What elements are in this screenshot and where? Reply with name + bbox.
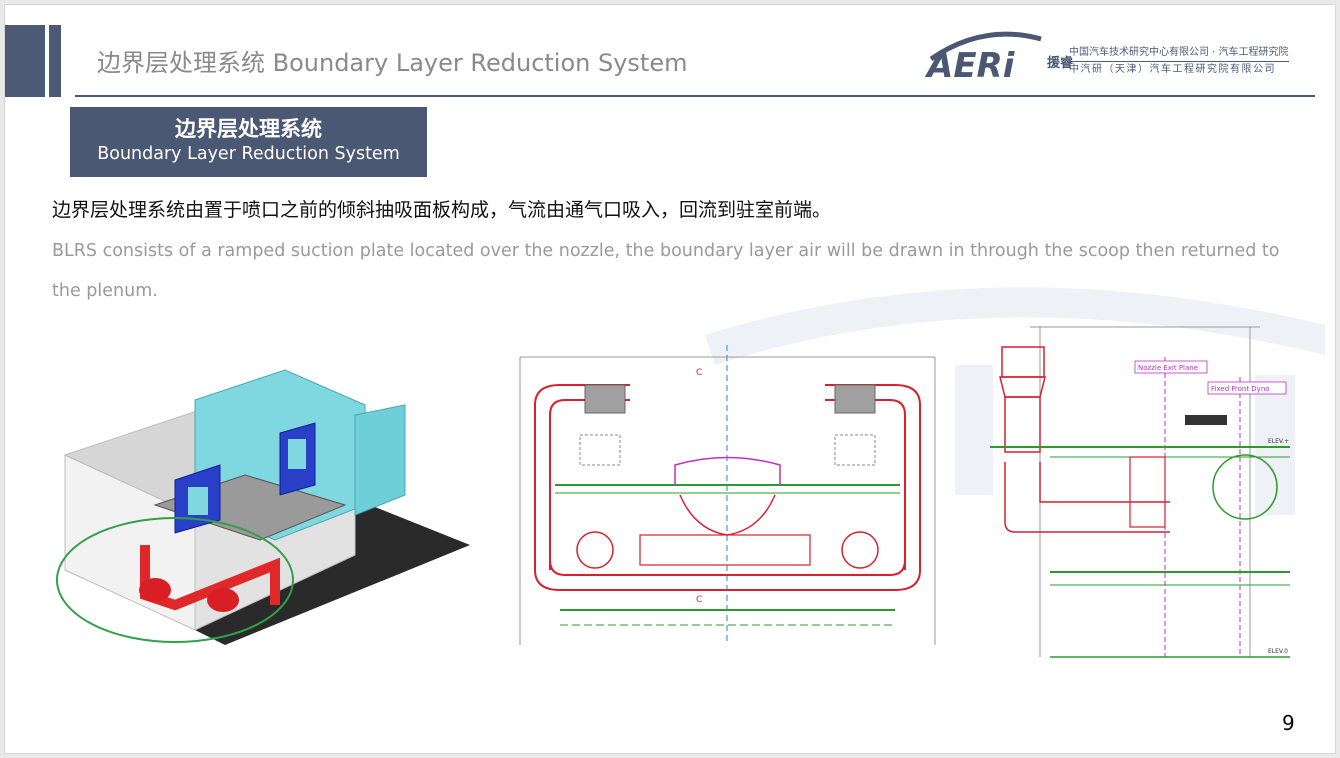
- description-en: BLRS consists of a ramped suction plate …: [52, 241, 1280, 301]
- header-accent-bars: [5, 25, 65, 97]
- badge-title-zh: 边界层处理系统: [175, 117, 322, 141]
- label-nozzle-exit-plane: Nozzle Exit Plane: [1138, 364, 1198, 372]
- label-fixed-front-dyno: Fixed Front Dyno: [1211, 385, 1270, 393]
- organization-name: 中国汽车技术研究中心有限公司 · 汽车工程研究院 中汽研（天津）汽车工程研究院有…: [1069, 45, 1289, 78]
- label-elev-top: ELEV.+: [1268, 438, 1289, 445]
- logo-cn-mark: 援睿: [1047, 55, 1074, 71]
- slide: 边界层处理系统 Boundary Layer Reduction System …: [4, 4, 1336, 754]
- org-line-2: 中汽研（天津）汽车工程研究院有限公司: [1069, 61, 1289, 78]
- badge-title-en: Boundary Layer Reduction System: [97, 144, 400, 164]
- page-number: 9: [1282, 711, 1295, 735]
- page-title: 边界层处理系统 Boundary Layer Reduction System: [97, 49, 688, 77]
- background-watermark-arc: [705, 287, 1325, 515]
- aeri-logo: AERi 援睿: [924, 31, 1074, 83]
- plan-view-drawing: C C: [519, 345, 936, 645]
- accent-bar-narrow: [49, 25, 61, 97]
- section-mark-top: C: [696, 368, 702, 378]
- isometric-facility-render: [56, 369, 470, 645]
- org-line-1: 中国汽车技术研究中心有限公司 · 汽车工程研究院: [1069, 47, 1289, 58]
- label-elev-bottom: ELEV.0: [1268, 648, 1288, 655]
- section-view-drawing: Nozzle Exit Plane Fixed Front Dyno ELEV.…: [990, 326, 1290, 658]
- accent-bar-wide: [5, 25, 45, 97]
- section-mark-bottom: C: [696, 595, 702, 605]
- logo-wordmark: AERi: [924, 46, 1016, 83]
- description-zh: 边界层处理系统由置于喷口之前的倾斜抽吸面板构成，气流由通气口吸入，回流到驻室前端…: [52, 199, 832, 221]
- section-badge: 边界层处理系统 Boundary Layer Reduction System: [70, 107, 427, 177]
- header-divider: [75, 95, 1315, 97]
